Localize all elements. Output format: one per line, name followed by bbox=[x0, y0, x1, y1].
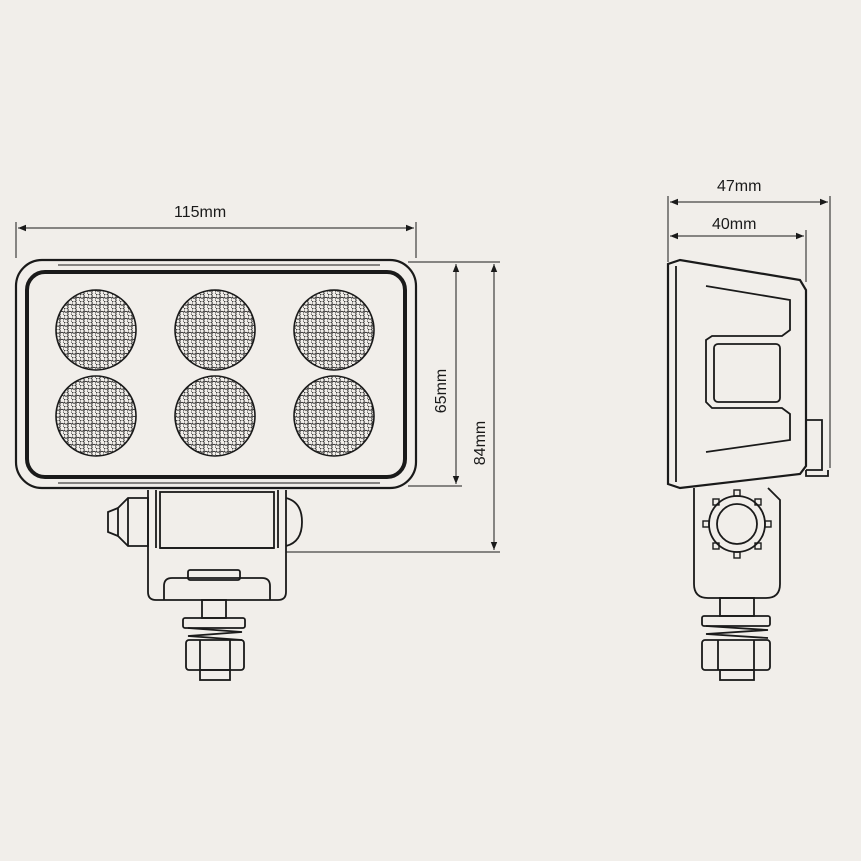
side-dimension-lines bbox=[667, 196, 831, 468]
front-lens-frame bbox=[25, 270, 407, 479]
led-array bbox=[55, 289, 375, 457]
front-bracket bbox=[107, 490, 303, 681]
width-dimension-label: 115mm bbox=[174, 204, 227, 221]
side-mount bbox=[693, 487, 781, 599]
side-total-depth-label: 47mm bbox=[717, 178, 762, 195]
front-housing-outer bbox=[14, 258, 418, 490]
front-view bbox=[14, 258, 418, 681]
front-dimension-lines bbox=[15, 222, 500, 553]
side-housing bbox=[666, 258, 808, 490]
total-height-dimension-label: 84mm bbox=[472, 420, 490, 466]
side-housing-depth-label: 40mm bbox=[712, 216, 757, 233]
led-2 bbox=[174, 289, 256, 371]
led-3 bbox=[293, 289, 375, 371]
led-4 bbox=[55, 375, 137, 457]
led-5 bbox=[174, 375, 256, 457]
lens-height-dimension-label: 65mm bbox=[433, 368, 451, 414]
led-6 bbox=[293, 375, 375, 457]
side-view bbox=[666, 258, 829, 681]
led-1 bbox=[55, 289, 137, 371]
mount-teeth bbox=[702, 489, 772, 559]
